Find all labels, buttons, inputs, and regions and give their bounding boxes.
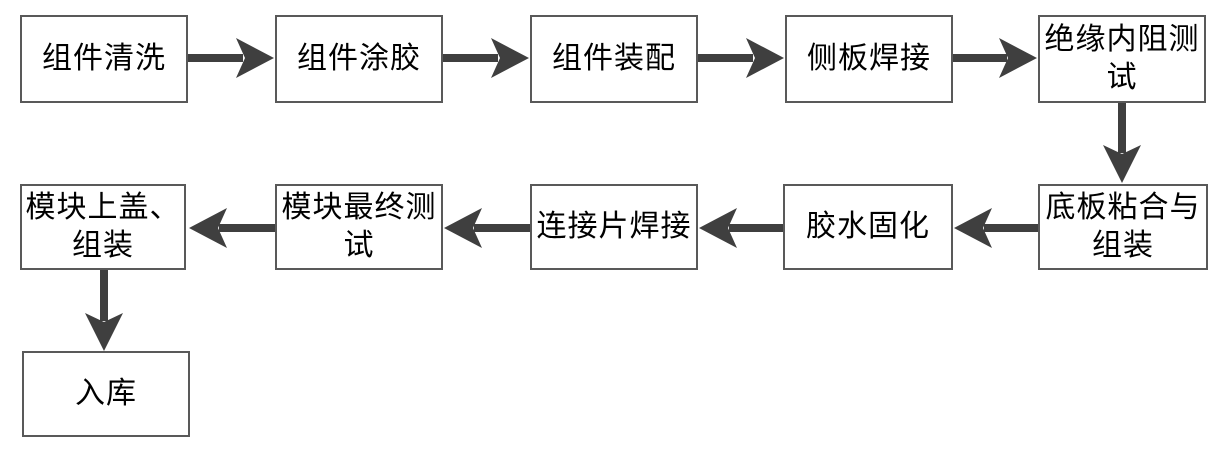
arrow-n7-n8-icon — [699, 208, 783, 248]
flow-node-warehousing: 入库 — [22, 351, 190, 437]
flow-node-glue-curing: 胶水固化 — [783, 184, 953, 270]
flow-node-connector-tab-welding: 连接片焊接 — [530, 184, 698, 270]
arrow-n6-n7-icon — [954, 208, 1038, 248]
flow-node-component-cleaning: 组件清洗 — [20, 15, 188, 103]
flow-node-component-gluing: 组件涂胶 — [275, 15, 443, 103]
arrow-n4-n5-icon — [953, 38, 1037, 78]
arrow-n3-n4-icon — [698, 38, 784, 78]
flow-node-module-top-cover-assembly: 模块上盖、 组装 — [20, 184, 186, 270]
flow-node-base-plate-bonding-assembly: 底板粘合与 组装 — [1038, 184, 1208, 270]
flow-node-module-final-test: 模块最终测 试 — [275, 184, 443, 270]
flow-node-side-plate-welding: 侧板焊接 — [785, 15, 953, 103]
arrow-n2-n3-icon — [443, 38, 529, 78]
flow-node-insulation-resistance-test: 绝缘内阻测 试 — [1038, 15, 1206, 103]
flow-node-component-assembly: 组件装配 — [530, 15, 698, 103]
arrow-n10-n11-icon — [85, 270, 123, 351]
arrow-n8-n9-icon — [444, 208, 530, 248]
arrow-n1-n2-icon — [188, 38, 274, 78]
arrow-n9-n10-icon — [189, 208, 275, 248]
arrow-n5-n6-icon — [1103, 103, 1141, 183]
